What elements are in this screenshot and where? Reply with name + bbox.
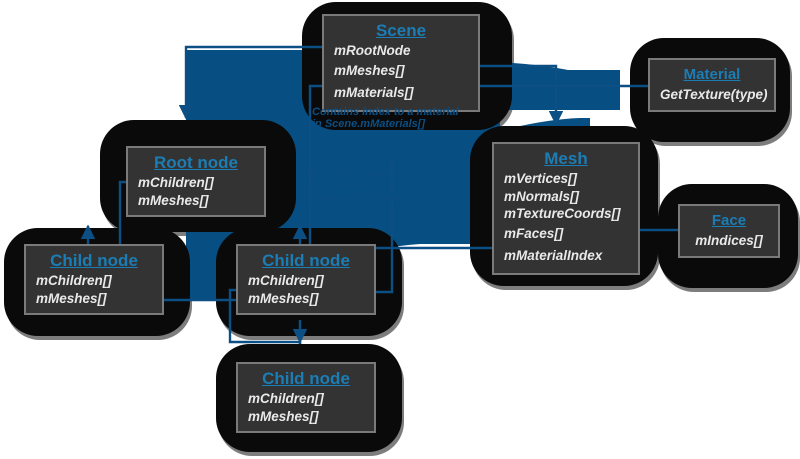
field-child-middle-mmeshes: mMeshes[] [248, 290, 319, 306]
field-child-bottom-mmeshes: mMeshes[] [248, 408, 319, 424]
note-material-index-line1: Contains index to a material [312, 106, 459, 118]
node-child-left-fields: mChildren[] mMeshes[] [36, 272, 152, 307]
field-child-middle-mchildren: mChildren[] [248, 273, 324, 288]
node-child-node-middle[interactable]: Child node mChildren[] mMeshes[] [236, 244, 376, 315]
note-material-index: Contains index to a material in Scene.mM… [312, 106, 459, 130]
node-root-node[interactable]: Root node mChildren[] mMeshes[] [126, 146, 266, 217]
field-root-mmeshes: mMeshes[] [138, 192, 209, 208]
node-child-node-bottom[interactable]: Child node mChildren[] mMeshes[] [236, 362, 376, 433]
node-root-node-fields: mChildren[] mMeshes[] [138, 174, 254, 209]
node-scene[interactable]: Scene mRootNode mMeshes[] mMaterials[] [322, 14, 480, 112]
field-child-left-mchildren: mChildren[] [36, 273, 112, 288]
node-child-left-title: Child node [50, 251, 138, 270]
field-scene-mmeshes: mMeshes[] [334, 62, 405, 78]
node-face-title: Face [711, 212, 747, 229]
note-mesh-index-line1: Contains index [310, 168, 389, 180]
node-child-middle-title: Child node [262, 251, 350, 270]
node-child-bottom-title: Child node [262, 369, 350, 388]
node-face-fields: mIndices[] [690, 232, 768, 250]
field-scene-mmaterials: mMaterials[] [334, 84, 414, 100]
field-mfaces: mFaces[] [504, 225, 564, 241]
node-child-middle-fields: mChildren[] mMeshes[] [248, 272, 364, 307]
node-material-fields: GetTexture(type) [660, 86, 768, 104]
node-material-title: Material [683, 66, 741, 83]
wire-scene-rootnode [178, 45, 330, 120]
node-scene-title: Scene [375, 21, 427, 40]
field-root-mchildren: mChildren[] [138, 175, 214, 190]
note-mesh-index: Contains index to a mesh in Scene.mMeshe… [310, 168, 403, 204]
field-mvertices: mVertices[] [504, 171, 578, 186]
node-root-node-title: Root node [153, 153, 239, 172]
field-mmaterialindex: mMaterialIndex [504, 247, 603, 263]
field-child-left-mmeshes: mMeshes[] [36, 290, 107, 306]
note-mesh-index-line3: Scene.mMeshes[] [310, 192, 403, 204]
node-face[interactable]: Face mIndices[] [678, 204, 780, 258]
node-mesh-fields: mVertices[] mNormals[] mTextureCoords[] … [504, 170, 628, 267]
node-child-node-left[interactable]: Child node mChildren[] mMeshes[] [24, 244, 164, 315]
field-child-bottom-mchildren: mChildren[] [248, 391, 324, 406]
node-child-bottom-fields: mChildren[] mMeshes[] [248, 390, 364, 425]
field-mtexturecoords: mTextureCoords[] [504, 206, 621, 221]
note-material-index-line2: in Scene.mMaterials[] [312, 118, 426, 130]
node-material[interactable]: Material GetTexture(type) [648, 58, 776, 112]
note-mesh-index-line2: to a mesh in [310, 180, 375, 192]
field-mrootnode: mRootNode [334, 43, 411, 58]
field-mindices: mIndices[] [695, 233, 763, 248]
field-gettexture: GetTexture(type) [660, 87, 768, 102]
node-scene-fields: mRootNode mMeshes[] mMaterials[] [334, 42, 468, 104]
node-mesh[interactable]: Mesh mVertices[] mNormals[] mTextureCoor… [492, 142, 640, 275]
node-mesh-title: Mesh [544, 149, 588, 168]
field-mnormals: mNormals[] [504, 188, 580, 204]
